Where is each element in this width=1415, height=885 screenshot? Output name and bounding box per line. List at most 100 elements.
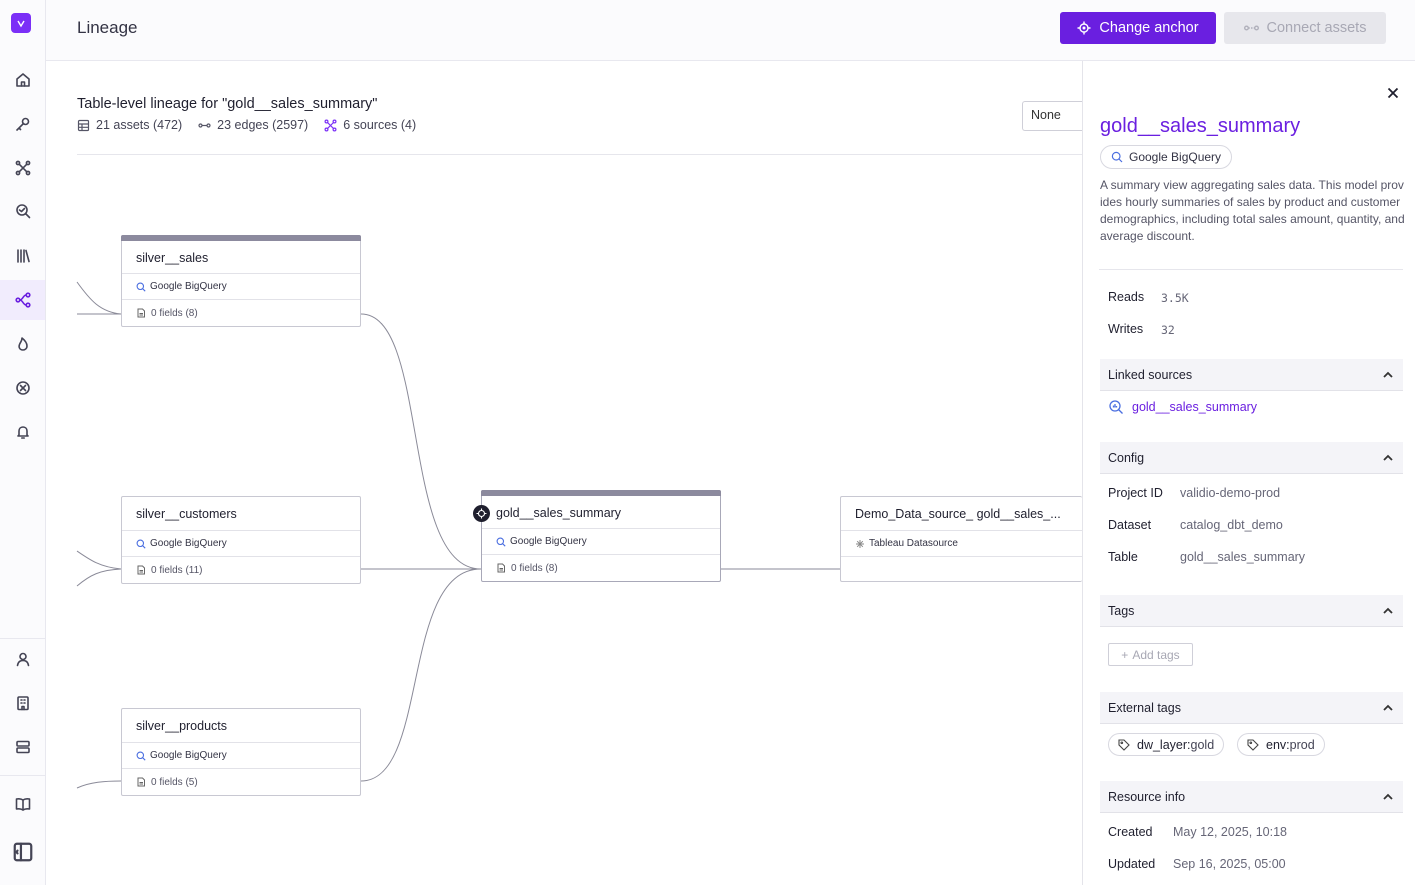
grouping-select[interactable]: None [1022,101,1084,131]
config-label: Project ID [1108,486,1163,500]
connect-icon [1243,25,1259,31]
lineage-icon[interactable] [0,280,45,320]
edge [360,568,482,782]
node-fields[interactable]: 0 fields (5) [122,769,360,795]
home-icon[interactable] [0,60,45,100]
edge [76,568,122,587]
divider [1099,269,1403,270]
bigquery-icon [136,539,146,549]
edge [76,281,122,315]
sidebar-divider [0,638,45,639]
chevron-up-icon [1383,793,1393,800]
top-header: Lineage Change anchor Connect assets [46,0,1415,61]
linked-source-link[interactable]: gold__sales_summary [1108,399,1257,415]
node-fields[interactable]: 0 fields (11) [122,557,360,583]
plus-icon: + [1121,647,1129,662]
sources-icon[interactable] [0,148,45,188]
sidebar-divider [0,775,45,776]
notifications-bell-icon[interactable] [0,412,45,452]
description: A summary view aggregating sales data. T… [1100,178,1405,243]
chevron-up-icon [1383,371,1393,378]
writes-value: 32 [1161,323,1175,337]
anchor-crosshair-icon [473,505,490,522]
chevron-up-icon [1383,704,1393,711]
user-icon[interactable] [0,639,45,679]
config-value: gold__sales_summary [1180,550,1306,564]
edge [76,550,122,570]
config-section[interactable]: Config [1100,442,1403,474]
bigquery-icon [136,282,146,292]
node-source: Tableau Datasource [841,531,1082,557]
tableau-icon [856,539,864,548]
sidebar [0,0,46,885]
assets-stat: 21 assets (472) [77,118,182,132]
add-tags-button[interactable]: + Add tags [1108,643,1193,666]
server-icon[interactable] [0,727,45,767]
crosshair-icon [1077,21,1091,35]
catalog-search-icon[interactable] [0,191,45,231]
bigquery-icon [1109,400,1123,414]
bigquery-icon [496,537,506,547]
node-title: silver__sales [122,236,360,274]
incidents-flame-icon[interactable] [0,324,45,364]
node-source: Google BigQuery [482,529,720,555]
tag-icon [1247,738,1259,751]
external-tags-section[interactable]: External tags [1100,692,1403,724]
building-icon[interactable] [0,683,45,723]
issues-x-icon[interactable] [0,368,45,408]
lineage-node-gold-sales-summary[interactable]: gold__sales_summary Google BigQuery 0 fi… [473,490,721,582]
edge [76,780,122,789]
close-icon[interactable] [1385,85,1401,101]
node-source: Google BigQuery [122,274,360,300]
updated-label: Updated [1108,857,1156,871]
docs-book-icon[interactable] [0,784,45,824]
sources-stat: 6 sources (4) [324,118,416,132]
edge [360,313,482,570]
linked-sources-section[interactable]: Linked sources [1100,359,1403,391]
lineage-title: Table-level lineage for "gold__sales_sum… [77,96,378,112]
lineage-node-silver-customers[interactable]: silver__customers Google BigQuery 0 fiel… [121,496,361,584]
node-title: silver__products [122,709,360,743]
writes-label: Writes [1108,322,1144,336]
sources-icon [324,119,337,132]
node-fields[interactable]: 0 fields (8) [122,300,360,326]
library-icon[interactable] [0,236,45,276]
lineage-node-silver-sales[interactable]: silver__sales Google BigQuery 0 fields (… [121,235,361,327]
created-value: May 12, 2025, 10:18 [1173,825,1287,839]
table-icon [77,119,90,131]
lineage-node-demo-data-source[interactable]: Demo_Data_source_ gold__sales_... Tablea… [840,496,1082,582]
updated-value: Sep 16, 2025, 05:00 [1173,857,1286,871]
reads-label: Reads [1108,290,1145,304]
connect-assets-label: Connect assets [1266,20,1367,36]
bigquery-icon [1111,151,1123,163]
node-title: Demo_Data_source_ gold__sales_... [841,497,1082,531]
resource-info-section[interactable]: Resource info [1100,781,1403,813]
node-title: gold__sales_summary [482,491,720,529]
change-anchor-button[interactable]: Change anchor [1060,12,1216,44]
config-label: Table [1108,550,1138,564]
chevron-up-icon [1383,607,1393,614]
node-title: silver__customers [122,497,360,531]
logo-icon[interactable] [11,13,31,33]
node-source: Google BigQuery [122,531,360,557]
file-icon [137,308,145,318]
node-source: Google BigQuery [122,743,360,769]
reads-value: 3.5K [1161,291,1189,305]
external-tag[interactable]: dw_layer:gold [1108,733,1225,756]
edges-stat: 23 edges (2597) [198,118,308,132]
connect-assets-button[interactable]: Connect assets [1224,12,1386,44]
created-label: Created [1108,825,1153,839]
external-tag[interactable]: env:prod [1237,733,1325,756]
bigquery-icon [136,751,146,761]
file-icon [497,563,505,573]
key-icon[interactable] [0,104,45,144]
panel-title: gold__sales_summary [1100,115,1301,137]
lineage-node-silver-products[interactable]: silver__products Google BigQuery 0 field… [121,708,361,796]
tags-section[interactable]: Tags [1100,595,1403,627]
source-chip[interactable]: Google BigQuery [1100,145,1233,169]
lineage-stats: 21 assets (472) 23 edges (2597) 6 source… [77,118,416,132]
node-fields[interactable]: 0 fields (8) [482,555,720,581]
config-value: catalog_dbt_demo [1180,518,1283,532]
change-anchor-label: Change anchor [1099,20,1199,36]
collapse-sidebar-icon[interactable] [0,832,45,872]
